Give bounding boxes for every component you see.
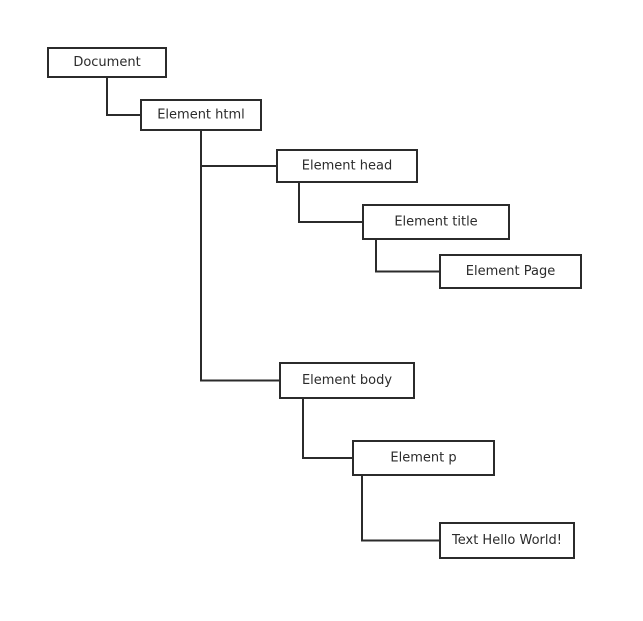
node-head-box [276, 149, 418, 183]
node-text-label: Text Hello World! [451, 533, 562, 548]
node-p-box [352, 440, 495, 476]
node-page: Element Page [439, 254, 582, 289]
connector-document-to-html [106, 77, 141, 116]
node-document-label: Document [73, 55, 140, 70]
tree-connectors [106, 77, 440, 542]
node-page-label: Element Page [466, 264, 555, 279]
node-page-box [439, 254, 582, 289]
connector-html-to-body [200, 130, 280, 382]
connector-body-to-p [302, 398, 353, 459]
node-html: Element html [140, 99, 262, 131]
connector-title-to-page [375, 239, 440, 273]
connector-head-to-title [298, 182, 363, 223]
node-html-box [140, 99, 262, 131]
connector-p-to-text [361, 475, 440, 542]
node-title-label: Element title [394, 215, 477, 230]
node-title: Element title [362, 204, 510, 240]
node-title-box [362, 204, 510, 240]
node-document-box [47, 47, 167, 78]
node-body-box [279, 362, 415, 399]
node-p-label: Element p [390, 451, 456, 466]
node-p: Element p [352, 440, 495, 476]
node-text-box [439, 522, 575, 559]
node-html-label: Element html [157, 108, 245, 123]
node-document: Document [47, 47, 167, 78]
node-text: Text Hello World! [439, 522, 575, 559]
connector-html-to-head [200, 130, 277, 167]
node-head: Element head [276, 149, 418, 183]
node-head-label: Element head [302, 159, 392, 174]
node-body-label: Element body [302, 373, 392, 388]
node-body: Element body [279, 362, 415, 399]
